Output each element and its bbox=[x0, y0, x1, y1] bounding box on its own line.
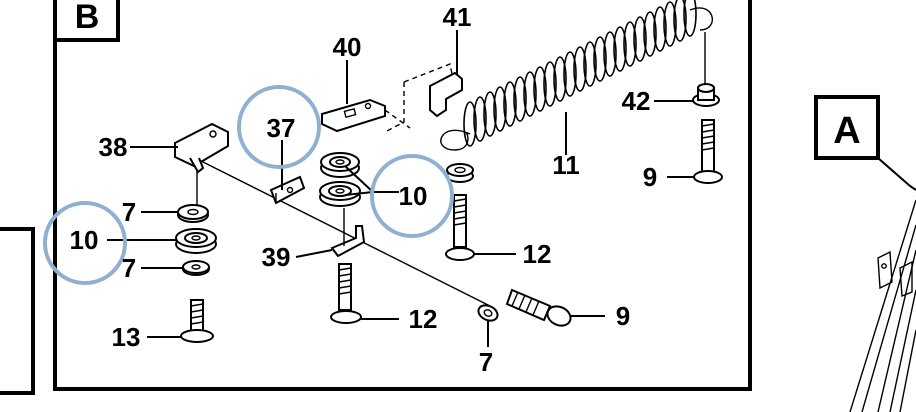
highlight-ring-10-mid bbox=[370, 154, 454, 238]
screw-12-bottom bbox=[330, 263, 362, 324]
callout-42: 42 bbox=[622, 86, 651, 116]
callout-13: 13 bbox=[112, 322, 141, 352]
roller-10-mid-upper bbox=[320, 152, 360, 178]
callout-39: 39 bbox=[262, 242, 291, 272]
bracket-41 bbox=[384, 63, 463, 133]
callout-10-mid: 10 bbox=[399, 181, 428, 211]
callout-38: 38 bbox=[99, 132, 128, 162]
highlight-rings bbox=[43, 85, 454, 285]
callout-7-mid: 7 bbox=[122, 253, 136, 283]
callout-41: 41 bbox=[443, 2, 472, 32]
callout-labels: 41 40 37 38 42 11 9 10 7 10 7 39 12 12 9… bbox=[70, 2, 658, 377]
highlight-ring-10-left bbox=[43, 201, 127, 285]
assembly-axis-line bbox=[198, 159, 493, 308]
callout-10-left: 10 bbox=[70, 225, 99, 255]
bracket-39 bbox=[330, 208, 366, 258]
panel-b-label: B bbox=[75, 0, 100, 36]
panel-a: A bbox=[814, 95, 916, 412]
leader-lines bbox=[107, 30, 694, 347]
callout-12-right: 12 bbox=[523, 239, 552, 269]
callout-12-bottom: 12 bbox=[409, 304, 438, 334]
roller-10-left bbox=[175, 228, 217, 254]
callout-9-bottom: 9 bbox=[616, 301, 630, 331]
clip-37 bbox=[269, 175, 306, 205]
callout-7-bottom: 7 bbox=[479, 347, 493, 377]
screw-12-right bbox=[445, 194, 475, 261]
panel-b-frame: B bbox=[53, 0, 752, 391]
callout-11: 11 bbox=[552, 150, 580, 180]
roller-10-right bbox=[446, 163, 474, 183]
roller-10-mid-lower bbox=[319, 181, 361, 207]
bushing-42 bbox=[692, 83, 720, 107]
panel-a-box bbox=[814, 95, 880, 160]
callout-7-top: 7 bbox=[122, 197, 136, 227]
plate-40 bbox=[321, 98, 411, 133]
door-frame-drawing bbox=[849, 199, 916, 412]
callout-37: 37 bbox=[267, 113, 296, 143]
washer-7-mid bbox=[182, 260, 210, 276]
panel-a-label: A bbox=[833, 110, 860, 152]
washer-7-bottom bbox=[477, 304, 499, 322]
highlight-ring-37 bbox=[237, 85, 321, 169]
bolt-9-bottom bbox=[505, 288, 572, 327]
left-panel-frame bbox=[0, 227, 35, 395]
spring-11 bbox=[440, 0, 713, 151]
callout-9-right: 9 bbox=[643, 162, 657, 192]
bracket-38 bbox=[174, 122, 229, 174]
screw-13 bbox=[180, 299, 214, 343]
callout-40: 40 bbox=[333, 32, 362, 62]
screw-9-right bbox=[693, 119, 723, 184]
washer-7-top bbox=[177, 204, 209, 223]
